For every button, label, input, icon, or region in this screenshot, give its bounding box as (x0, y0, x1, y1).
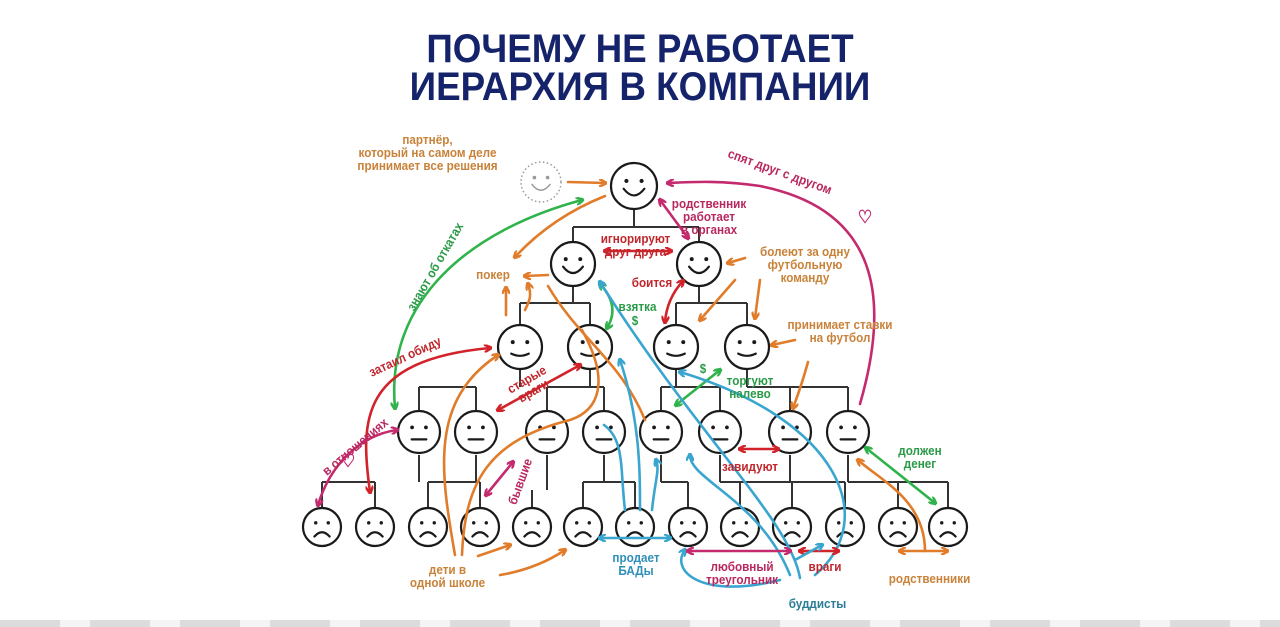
arrow-dir-poker (525, 275, 550, 276)
face-employees-7 (614, 506, 656, 548)
arrow-mgr-poker-2 (523, 284, 530, 312)
arrow-ceo-poker (515, 194, 607, 257)
face-managers-4 (723, 323, 771, 371)
face-team-leads-1 (396, 409, 442, 455)
label-buddhists: буддисты (788, 596, 847, 611)
arrow-football-mgr (700, 278, 737, 320)
arrow-blue-enemies (793, 545, 822, 562)
face-employees-4 (459, 506, 501, 548)
face-ceo-1 (609, 161, 659, 211)
label-trade-left: торгуют налево (726, 373, 774, 401)
label-love-triangle: любовный треугольник (705, 559, 779, 587)
face-employees-5 (511, 506, 553, 548)
face-directors-2 (675, 240, 723, 288)
arrow-blue-up-1 (602, 423, 627, 512)
label-ignore-each-other: игнорируют друг друга (600, 231, 671, 259)
arrow-exes (486, 462, 513, 495)
face-employees-12 (877, 506, 919, 548)
connector-lead-6 (719, 455, 793, 508)
arrow-kids-1 (442, 355, 498, 557)
label-relative-in-organs: родственник работает в органах (671, 196, 747, 237)
label-poker: покер (476, 267, 510, 282)
connector-dir-right (675, 285, 748, 325)
label-envy: завидуют (721, 459, 779, 474)
label-takes-bets: принимает ставки на футбол (787, 317, 893, 345)
arrow-kids-4 (498, 550, 565, 577)
face-shadow-partner (520, 161, 562, 203)
face-team-leads-7 (767, 409, 813, 455)
label-kids-same-school: дети в одной школе (409, 562, 486, 590)
connector-mgr-4 (746, 369, 849, 410)
label-relatives: родственники (888, 571, 971, 586)
title-line-1: ПОЧЕМУ НЕ РАБОТАЕТ (426, 27, 854, 71)
face-employees-6 (562, 506, 604, 548)
connector-lead-4 (582, 455, 636, 508)
arrow-sleep-together (668, 182, 876, 406)
face-employees-2 (354, 506, 396, 548)
heart-icon-2: ♡ (857, 207, 873, 227)
arrow-buddhists-3 (681, 550, 782, 588)
arrow-relatives-up (858, 460, 927, 553)
arrow-afraid (665, 281, 683, 322)
connector-lead-2 (427, 455, 481, 508)
arrow-blue-up-2 (620, 360, 642, 512)
face-managers-1 (496, 323, 544, 371)
label-enemies: враги (808, 559, 842, 574)
arrow-football-mgr2 (755, 278, 762, 318)
bottom-divider (0, 620, 1280, 627)
face-team-leads-6 (697, 409, 743, 455)
label-sells-supplements: продает БАДы (612, 550, 660, 578)
arrow-in-relationship (318, 430, 397, 505)
arrow-blue-up-3 (650, 460, 657, 512)
face-employees-10 (771, 506, 813, 548)
face-team-leads-5 (638, 409, 684, 455)
label-football-fans: болеют за одну футбольную команду (760, 244, 850, 285)
connector-lead-5 (660, 455, 689, 508)
face-employees-8 (667, 506, 709, 548)
connector-ceo (572, 210, 700, 243)
arrow-relative-organs (660, 200, 688, 238)
relationship-arrows (318, 182, 947, 588)
arrow-partner-ceo (566, 182, 605, 183)
label-owes-money: должен денег (898, 443, 942, 471)
face-employees-9 (719, 506, 761, 548)
face-directors-1 (549, 240, 597, 288)
arrow-orange-long (546, 284, 647, 422)
arrow-kids-3 (476, 545, 510, 558)
label-partner: партнёр, который на самом деле принимает… (357, 132, 498, 173)
dollar-icon-2: $ (699, 361, 707, 376)
heart-icon-1: ♡ (340, 451, 356, 471)
face-team-leads-4 (581, 409, 627, 455)
dollar-icon-1: $ (631, 313, 639, 328)
arrow-bets-lead (793, 360, 810, 408)
face-employees-13 (927, 506, 969, 548)
label-bribe: взятка (618, 299, 657, 314)
face-employees-1 (301, 506, 343, 548)
label-afraid: боится (631, 275, 673, 290)
arrow-football-fans (728, 256, 747, 263)
connector-lead-3 (531, 455, 548, 508)
face-team-leads-8 (825, 409, 871, 455)
arrow-old-enemies (498, 365, 580, 410)
arrow-owes-money (866, 448, 935, 503)
title-line-2: ИЕРАРХИЯ В КОМПАНИИ (409, 65, 871, 109)
arrow-kids-2 (460, 328, 600, 557)
arrow-takes-bets (772, 338, 797, 345)
face-employees-3 (407, 506, 449, 548)
arrow-trade-left (676, 370, 720, 405)
face-team-leads-2 (453, 409, 499, 455)
